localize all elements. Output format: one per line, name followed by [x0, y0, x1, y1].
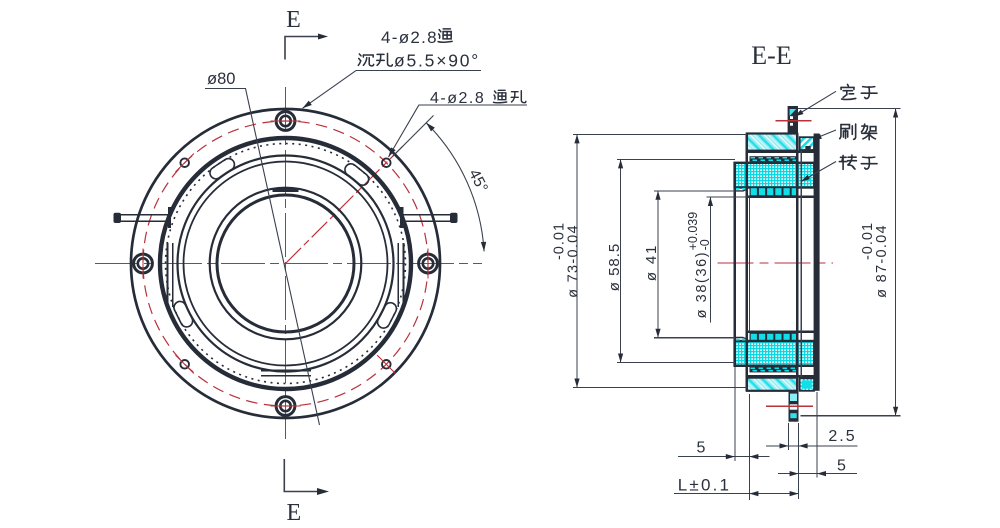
svg-text:-0.01: -0.01 — [552, 222, 568, 260]
svg-text:5: 5 — [837, 458, 846, 475]
svg-text:E: E — [286, 7, 301, 33]
svg-text:45°: 45° — [465, 167, 491, 196]
svg-text:ø 38(36): ø 38(36) — [694, 251, 710, 319]
svg-text:4-ø2.8: 4-ø2.8 — [381, 28, 438, 47]
svg-text:ø 58.5: ø 58.5 — [606, 243, 623, 292]
svg-text:E: E — [286, 500, 301, 526]
svg-text:2.5: 2.5 — [828, 428, 856, 445]
svg-text:ø 41: ø 41 — [643, 244, 660, 281]
svg-text:5: 5 — [697, 440, 706, 457]
svg-text:-0.01: -0.01 — [860, 222, 876, 260]
svg-text:ø 87-0.04: ø 87-0.04 — [874, 224, 890, 298]
svg-text:ø80: ø80 — [207, 70, 235, 88]
svg-text:L±0.1: L±0.1 — [678, 476, 731, 495]
svg-text:ø5.5×90°: ø5.5×90° — [394, 51, 480, 71]
svg-text:ø 73-0.04: ø 73-0.04 — [566, 224, 582, 298]
svg-text:E-E: E-E — [751, 41, 791, 70]
svg-text:+0.039: +0.039 — [686, 212, 700, 251]
svg-text:4-ø2.8: 4-ø2.8 — [430, 90, 485, 107]
svg-text:-0: -0 — [698, 239, 712, 250]
